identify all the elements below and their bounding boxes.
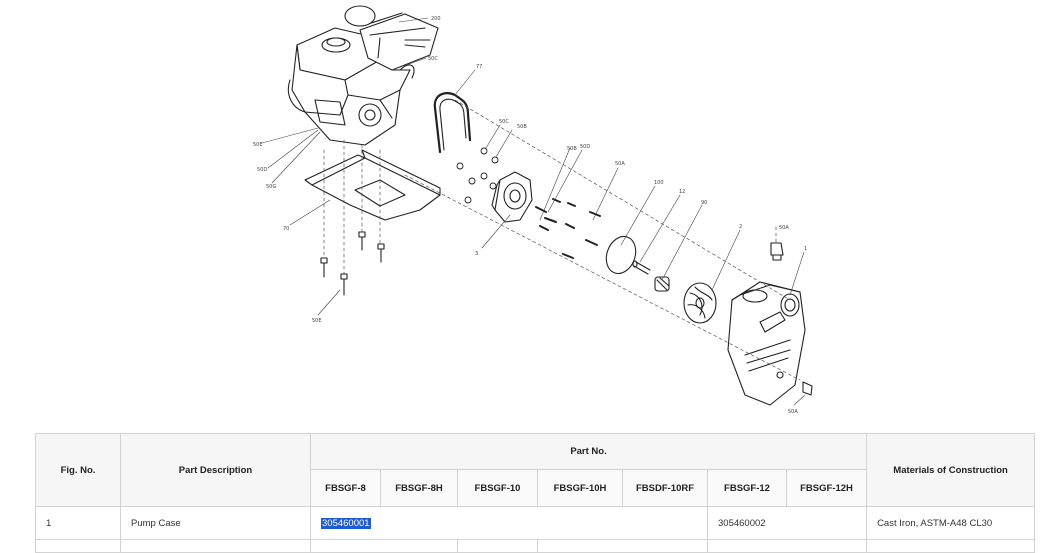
callout-label: 50A [788, 409, 798, 415]
header-model: FBSGF-10 [457, 469, 538, 507]
callout-label: 90 [701, 200, 707, 206]
table-row: 1 Pump Case 305460001 305460002 Cast Iro… [35, 506, 1036, 540]
header-materials: Materials of Construction [866, 433, 1036, 507]
nuts [456, 147, 499, 204]
base-plate [304, 149, 441, 221]
callout-label: 50B [567, 146, 577, 152]
header-model: FBSGF-8 [310, 469, 381, 507]
cell-part-no-group2[interactable]: 305460002 [706, 506, 868, 540]
bolts [320, 231, 385, 296]
callout-label: 50D [580, 144, 590, 150]
engine-assembly [287, 5, 439, 146]
impeller [683, 282, 717, 324]
header-model: FBSDF-10RF [622, 469, 708, 507]
exploded-parts-diagram: 200 50C 77 50E 50D 50G 50C 50B 50B 50D 5… [253, 5, 813, 415]
selected-part-number[interactable]: 305460001 [321, 517, 371, 529]
cell-part-no-group1[interactable]: 305460001 [310, 506, 708, 540]
header-model: FBSGF-8H [380, 469, 458, 507]
callout-label: 50B [517, 124, 527, 130]
cell-material: Cast Iron, ASTM-A48 CL30 [866, 506, 1036, 540]
callout-label: 50G [266, 184, 276, 190]
o-ring [605, 235, 637, 275]
header-fig-no: Fig. No. [35, 433, 121, 507]
header-part-no: Part No. [309, 433, 868, 470]
header-part-description: Part Description [120, 433, 311, 507]
callout-label: 50D [257, 167, 267, 173]
header-model: FBSGF-10H [537, 469, 623, 507]
cell-fig-no: 1 [35, 506, 121, 540]
parts-table: Fig. No. Part Description Part No. Mater… [35, 433, 1036, 553]
callout-label: 77 [476, 64, 482, 70]
callout-label: 3 [475, 251, 478, 257]
mechanical-seal [654, 276, 670, 292]
adapter-plate [491, 171, 533, 223]
header-model: FBSGF-12H [785, 469, 868, 507]
drain-plugs [770, 242, 813, 396]
header-model: FBSGF-12 [707, 469, 787, 507]
callout-label: 50C [428, 56, 438, 62]
callout-label: 50E [253, 142, 263, 148]
cell-description: Pump Case [120, 506, 311, 540]
callout-label: 1 [804, 246, 807, 252]
table-row [35, 539, 1036, 553]
shaft-sleeve [632, 260, 651, 275]
lifting-handle [433, 92, 472, 154]
callout-label: 200 [431, 16, 441, 22]
callout-label: 50A [615, 161, 625, 167]
callout-label: 50A [779, 225, 789, 231]
pump-case [727, 281, 806, 406]
callout-label: 2 [739, 224, 742, 230]
callout-label: 100 [654, 180, 664, 186]
studs [535, 198, 601, 259]
callout-label: 50E [312, 318, 322, 324]
callout-label: 50C [499, 119, 509, 125]
callout-label: 70 [283, 226, 289, 232]
callout-label: 12 [679, 189, 685, 195]
